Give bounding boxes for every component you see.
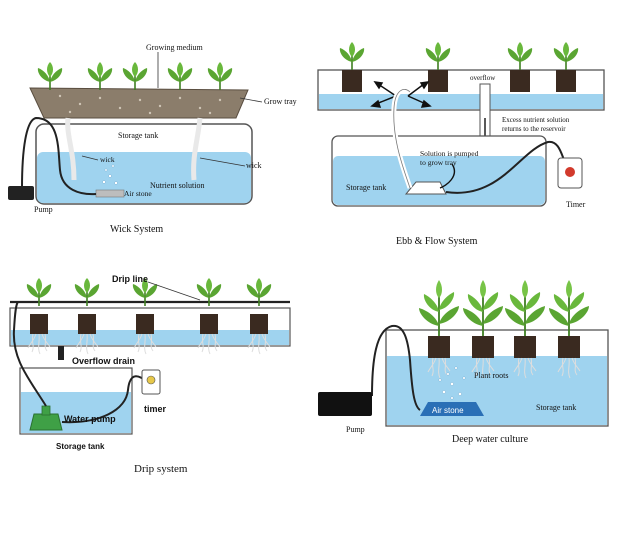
- drip-label-timer: timer: [144, 404, 167, 414]
- ebb-power-cord: [445, 140, 567, 194]
- ebb-label-excess-1: Excess nutrient solution: [502, 116, 570, 124]
- ebb-storage-water: [333, 156, 545, 205]
- wick-air-stone: [95, 189, 125, 198]
- dwc-water: [387, 356, 607, 425]
- wick-label-air-stone: Air stone: [124, 189, 152, 198]
- ebb-pot: [428, 70, 448, 92]
- dwc-plant: [504, 279, 546, 337]
- wick-label-growing-medium: Growing medium: [146, 43, 203, 52]
- ebb-pot: [510, 70, 530, 92]
- wick-plant: [87, 61, 113, 91]
- dwc-label-plant-roots: Plant roots: [474, 371, 508, 380]
- dwc-label-storage-tank: Storage tank: [536, 403, 576, 412]
- ebb-plant: [339, 41, 365, 71]
- wick-right: [191, 117, 203, 181]
- wick-nutrient-water: [37, 152, 251, 203]
- wick-air-hose: [21, 116, 97, 196]
- wick-label-nutrient-solution: Nutrient solution: [150, 181, 204, 190]
- dwc-plant: [462, 279, 504, 337]
- dwc-pot: [472, 336, 494, 358]
- dwc-pump: [318, 392, 372, 416]
- ebb-pump: [404, 181, 447, 195]
- ebb-label-overflow: overflow: [470, 74, 496, 82]
- ebb-plant: [425, 41, 451, 71]
- dwc-label-air-stone: Air stone: [432, 406, 464, 415]
- dwc-system: Plant roots Air stone Storage tank Pump …: [318, 279, 609, 445]
- dwc-pot: [428, 336, 450, 358]
- drip-label-drip-line: Drip line: [112, 274, 148, 284]
- wick-system: Growing medium Grow tray Storage tank wi…: [8, 43, 297, 235]
- dwc-caption: Deep water culture: [452, 434, 529, 445]
- dwc-bubbles: [438, 366, 466, 400]
- wick-label-wick: wick: [246, 161, 262, 170]
- ebb-flow-system: overflow Excess nutrient solution return…: [317, 41, 605, 247]
- ebb-pot: [342, 70, 362, 92]
- ebb-label-excess-2: returns to the reservoir: [502, 125, 566, 133]
- wick-plant: [37, 61, 63, 91]
- ebb-label-pumped-1: Solution is pumped: [420, 149, 479, 158]
- wick-left: [65, 117, 77, 181]
- dwc-air-hose: [371, 324, 421, 411]
- wick-plant: [207, 61, 233, 91]
- drip-label-water-pump: Water pump: [64, 414, 116, 424]
- drip-water-pump: [29, 413, 63, 431]
- dwc-plant: [548, 279, 590, 337]
- drip-overflow-drain: [58, 346, 64, 360]
- drip-pot: [136, 314, 154, 334]
- ebb-label-pumped-2: to grow tray: [420, 158, 457, 167]
- wick-label-grow-tray: Grow tray: [264, 97, 297, 106]
- wick-grow-tray: [29, 87, 249, 119]
- dwc-label-pump: Pump: [346, 425, 365, 434]
- wick-pump: [8, 186, 34, 200]
- drip-label-overflow-drain: Overflow drain: [72, 356, 135, 366]
- ebb-label-timer: Timer: [566, 200, 586, 209]
- drip-system: Drip line Overflow drain Water pump time…: [9, 274, 291, 475]
- dwc-plant: [418, 279, 460, 337]
- drip-pot: [78, 314, 96, 334]
- drip-timer-dial: [146, 375, 156, 385]
- dwc-air-stone: [420, 402, 484, 416]
- drip-pot: [200, 314, 218, 334]
- wick-plant: [167, 61, 193, 91]
- wick-growing-medium-texture: [58, 94, 222, 115]
- wick-label-storage-tank: Storage tank: [118, 131, 158, 140]
- drip-power-cord: [61, 375, 149, 424]
- wick-label-pump: Pump: [34, 205, 53, 214]
- ebb-flow-arrows: [370, 81, 432, 108]
- wick-plant: [122, 61, 148, 91]
- drip-supply-tube: [12, 301, 47, 407]
- drip-caption: Drip system: [134, 463, 188, 475]
- wick-label-wick: wick: [100, 155, 115, 164]
- drip-pot: [250, 314, 268, 334]
- ebb-label-storage-tank: Storage tank: [346, 183, 386, 192]
- dwc-pot: [558, 336, 580, 358]
- ebb-timer-dial: [565, 167, 575, 177]
- dwc-pot: [514, 336, 536, 358]
- wick-bubbles: [102, 164, 118, 185]
- ebb-pump-arrow: [439, 163, 456, 189]
- wick-caption: Wick System: [110, 224, 163, 235]
- ebb-plant: [553, 41, 579, 71]
- drip-pot: [30, 314, 48, 334]
- ebb-plant: [507, 41, 533, 71]
- ebb-grow-tray-water: [319, 94, 603, 109]
- ebb-pot: [556, 70, 576, 92]
- drip-label-storage-tank: Storage tank: [56, 442, 105, 451]
- ebb-caption: Ebb & Flow System: [396, 236, 478, 247]
